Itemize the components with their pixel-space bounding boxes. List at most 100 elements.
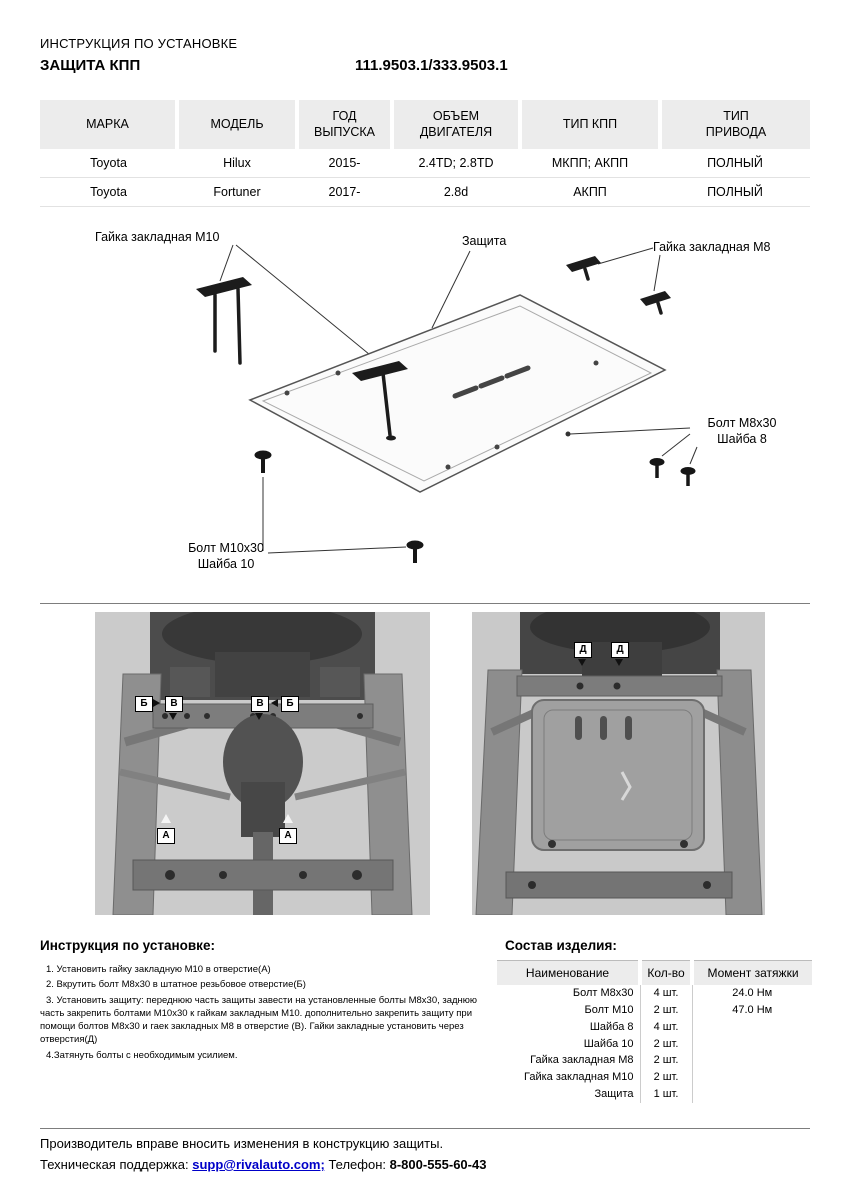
support-email-link[interactable]: supp@rivalauto.com; <box>192 1157 325 1172</box>
parts-row: Защита 1 шт. <box>497 1086 812 1103</box>
doc-type: ИНСТРУКЦИЯ ПО УСТАНОВКЕ <box>40 36 238 51</box>
parts-header-qty: Кол-во <box>638 960 692 985</box>
install-title: Инструкция по установке: <box>40 938 215 953</box>
parts-table: Наименование Кол-во Момент затяжки Болт … <box>497 960 812 1103</box>
parts-row: Болт М10 2 шт. 47.0 Нм <box>497 1001 812 1019</box>
label-nut-m8: Гайка закладная М8 <box>653 240 771 254</box>
photo-underbody-after: Д Д <box>472 612 765 915</box>
plate-holes <box>284 360 599 470</box>
spec-row: Toyota Hilux 2015- 2.4TD; 2.8TD МКПП; АК… <box>40 149 810 179</box>
label-bolt-m10-line2: Шайба 10 <box>197 556 255 571</box>
label-bolt-m8: Болт М8х30 Шайба 8 <box>690 416 794 447</box>
section-divider-top <box>40 603 810 604</box>
part-qty: 2 шт. <box>639 1001 693 1019</box>
spec-cell: 2.8d <box>392 177 520 208</box>
spec-row: Toyota Fortuner 2017- 2.8d АКПП ПОЛНЫЙ <box>40 177 810 208</box>
spec-cell: Toyota <box>40 177 177 208</box>
underbody-before-illustration <box>95 612 430 915</box>
part-name: Болт М10 <box>584 1003 634 1016</box>
label-bolt-m10-line1: Болт М10х30 <box>188 541 264 555</box>
part-name: Шайба 8 <box>589 1020 634 1033</box>
spec-cell: Hilux <box>177 149 297 179</box>
part-name: Гайка закладная М8 <box>530 1054 634 1067</box>
support-phone: 8-800-555-60-43 <box>389 1157 487 1172</box>
part-torque <box>692 1052 812 1069</box>
marker-d2: Д <box>611 642 629 658</box>
install-step-4: 4.Затянуть болты с необходимым усилием. <box>46 1049 238 1061</box>
parts-row: Гайка закладная М10 2 шт. <box>497 1069 812 1087</box>
label-bolt-m10: Болт М10х30 Шайба 10 <box>176 541 276 572</box>
marker-d1: Д <box>574 642 592 658</box>
part-qty: 4 шт. <box>639 985 693 1002</box>
part-name: Гайка закладная М10 <box>524 1071 634 1084</box>
arrow-down-icon <box>578 659 586 666</box>
spec-cell: 2015- <box>297 149 392 179</box>
arrow-right-icon <box>153 699 160 707</box>
parts-row: Болт М8х30 4 шт. 24.0 Нм <box>497 985 812 1002</box>
parts-row: Шайба 10 2 шт. <box>497 1035 812 1053</box>
marker-a1: А <box>157 828 175 844</box>
part-name: Защита <box>594 1088 634 1101</box>
parts-header-torque: Момент затяжки <box>690 960 812 985</box>
install-step-1: 1. Установить гайку закладную М10 в отве… <box>46 964 271 975</box>
spec-header-engine: ОБЪЕМ ДВИГАТЕЛЯ <box>390 100 520 150</box>
part-torque <box>692 1036 812 1053</box>
install-instructions: Инструкция по установке: 1. Установить г… <box>40 938 495 1064</box>
spec-header-gearbox: ТИП КПП <box>518 100 660 150</box>
part-torque: 47.0 Нм <box>732 1003 773 1016</box>
part-qty: 2 шт. <box>639 1069 693 1087</box>
spec-header-drive: ТИП ПРИВОДА <box>658 100 810 150</box>
footer-divider <box>40 1128 810 1129</box>
photo-underbody-before: Б В В Б А А <box>95 612 430 915</box>
spec-cell: АКПП <box>520 177 660 208</box>
part-torque: 24.0 Нм <box>732 987 773 999</box>
parts-header-name: Наименование <box>497 960 640 985</box>
arrow-down-icon <box>169 713 177 720</box>
parts-header-row: Наименование Кол-во Момент затяжки <box>497 960 812 985</box>
disclaimer-text: Производитель вправе вносить изменения в… <box>40 1136 444 1151</box>
spec-header-year: ГОД ВЫПУСКА <box>295 100 392 150</box>
spec-table: МАРКА МОДЕЛЬ ГОД ВЫПУСКА ОБЪЕМ ДВИГАТЕЛЯ… <box>40 100 810 208</box>
part-numbers: 111.9503.1/333.9503.1 <box>355 57 508 74</box>
part-name: Болт М8х30 <box>572 987 634 999</box>
plate-slots <box>452 365 531 399</box>
product-title: ЗАЩИТА КПП <box>40 57 141 74</box>
spec-cell: Fortuner <box>177 177 297 208</box>
spec-cell: Toyota <box>40 149 177 179</box>
part-qty: 2 шт. <box>639 1052 693 1070</box>
part-torque <box>692 1069 812 1086</box>
spec-header-row: МАРКА МОДЕЛЬ ГОД ВЫПУСКА ОБЪЕМ ДВИГАТЕЛЯ… <box>40 100 810 150</box>
arrow-down-icon <box>615 659 623 666</box>
underbody-after-illustration <box>472 612 765 915</box>
part-torque <box>692 1019 812 1036</box>
marker-v1: В <box>165 696 183 712</box>
bracket-pins <box>213 267 663 437</box>
skid-plate <box>248 294 667 493</box>
part-qty: 2 шт. <box>639 1035 693 1053</box>
mount-brackets <box>196 256 671 381</box>
parts-title: Состав изделия: <box>505 938 617 953</box>
leader-lines <box>219 244 698 554</box>
arrow-up-icon <box>161 814 171 823</box>
part-name: Шайба 10 <box>583 1037 634 1050</box>
marker-b1: Б <box>135 696 153 712</box>
marker-b2: Б <box>281 696 299 712</box>
parts-row: Гайка закладная М8 2 шт. <box>497 1052 812 1070</box>
arrow-down-icon <box>255 713 263 720</box>
exploded-diagram <box>196 244 698 563</box>
install-step-2: 2. Вкрутить болт М8х30 в штатное резьбов… <box>46 979 306 991</box>
phone-label: Телефон: <box>328 1157 386 1172</box>
arrow-up-icon <box>283 814 293 823</box>
support-line: Техническая поддержка: supp@rivalauto.co… <box>40 1157 486 1172</box>
label-bolt-m8-line2: Шайба 8 <box>717 431 767 446</box>
spec-cell: МКПП; АКПП <box>520 149 660 179</box>
marker-v2: В <box>251 696 269 712</box>
label-shield: Защита <box>462 234 507 248</box>
spec-header-brand: МАРКА <box>40 100 177 150</box>
marker-a2: А <box>279 828 297 844</box>
spec-cell: 2.4TD; 2.8TD <box>392 149 520 179</box>
label-bolt-m8-line1: Болт М8х30 <box>707 416 777 430</box>
parts-row: Шайба 8 4 шт. <box>497 1018 812 1036</box>
bolts <box>254 450 696 563</box>
